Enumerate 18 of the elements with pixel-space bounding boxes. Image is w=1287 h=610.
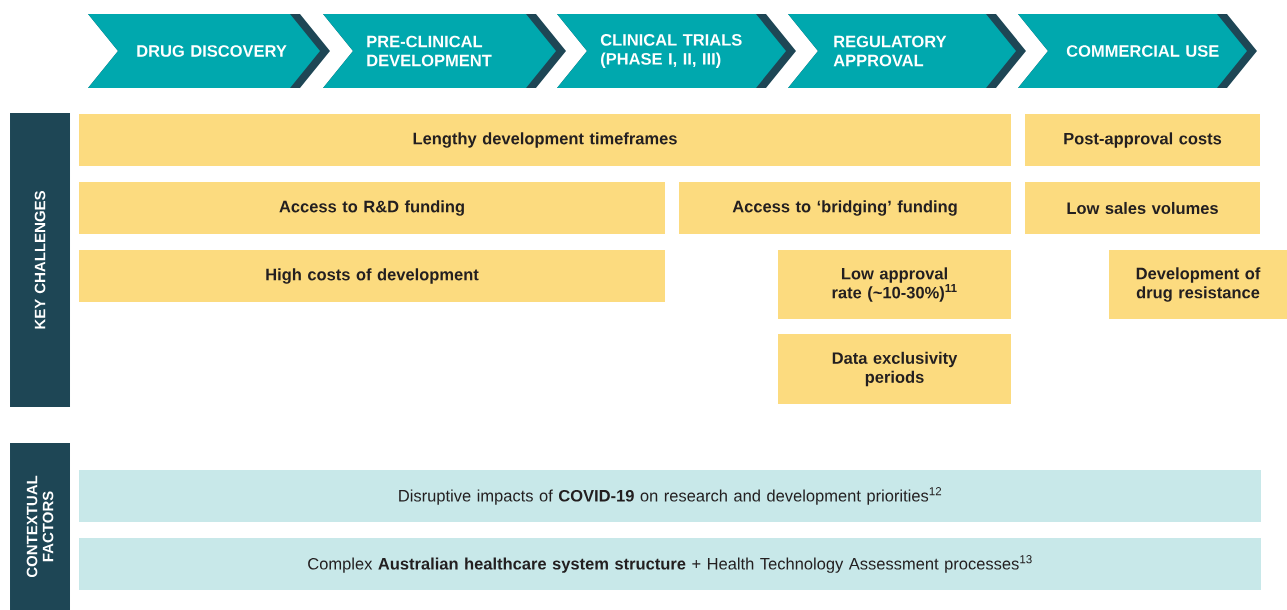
stage-banner: CLINICAL TRIALS (PHASE I, II, III) [557, 14, 796, 88]
side-band: CONTEXTUAL FACTORS [10, 443, 70, 610]
challenge-box: High costs of development [79, 250, 665, 302]
stage-banner: DRUG DISCOVERY [88, 14, 330, 88]
factor-box: Disruptive impacts of COVID-19 on research and development priorities$^{12}$ [79, 470, 1261, 522]
challenge-box: Data exclusivity periods [778, 334, 1011, 404]
challenge-box: Lengthy development timeframes [79, 114, 1011, 166]
stage-banner: REGULATORY APPROVAL [788, 14, 1026, 88]
challenge-box: Access to R&D funding [79, 182, 665, 234]
challenge-box: Development of drug resistance [1109, 250, 1287, 319]
stage-banner: PRE-CLINICAL DEVELOPMENT [323, 14, 566, 88]
challenge-box: Low sales volumes [1025, 182, 1260, 234]
challenge-box: Access to ‘bridging’ funding [679, 182, 1011, 234]
side-band: KEY CHALLENGES [10, 113, 70, 407]
challenge-box: Low approval rate (~10-30%)$^{11}$ [778, 250, 1011, 319]
factor-box: Complex Australian healthcare system structure + Health Technology Assessment processes$^{13}$ [79, 538, 1261, 590]
challenge-box: Post-approval costs [1025, 114, 1260, 166]
stage-banner: COMMERCIAL USE [1018, 14, 1257, 88]
